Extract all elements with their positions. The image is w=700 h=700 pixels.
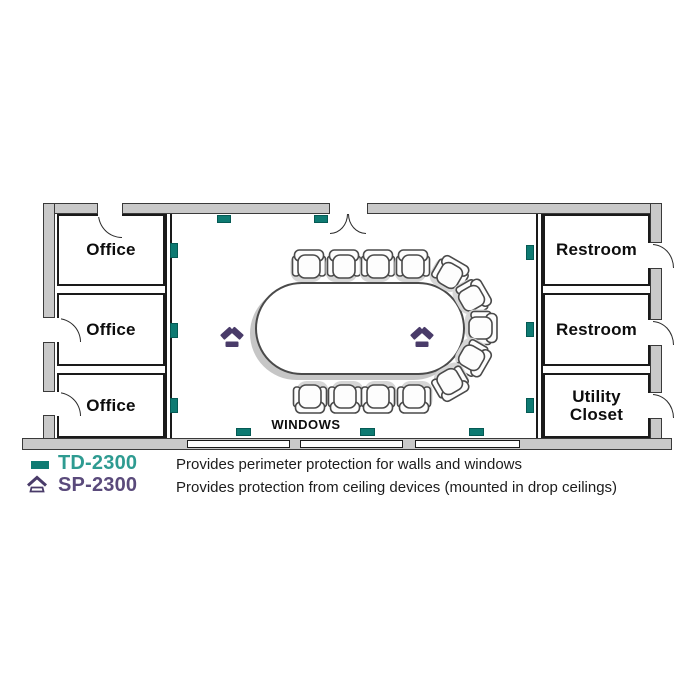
- wall-right-1: [650, 203, 662, 243]
- door-gap-1: [55, 318, 61, 342]
- chair-6: [327, 380, 365, 414]
- chair-1: [289, 249, 327, 283]
- td-2300-device-4: [170, 323, 178, 338]
- room-restroom-2: Restroom: [543, 293, 650, 366]
- td-2300-label: TD-2300: [58, 452, 138, 474]
- td-2300-device-6: [526, 245, 534, 260]
- wall-top-3: [367, 203, 662, 214]
- door-gap-5: [646, 393, 653, 418]
- wall-left-3: [43, 415, 55, 440]
- chair-7: [360, 380, 398, 414]
- td-2300-icon: [31, 461, 49, 469]
- room-label-office-1: Office: [86, 240, 136, 259]
- door-gap-2: [55, 392, 61, 416]
- room-office-2: Office: [57, 293, 165, 366]
- wall-right-3: [650, 345, 662, 393]
- sp-2300-label: SP-2300: [58, 474, 138, 496]
- door-conference-right-leaf: [348, 214, 366, 234]
- room-label-office-2: Office: [86, 319, 136, 339]
- td-2300-device-10: [360, 428, 375, 436]
- room-label-restroom-1: Restroom: [556, 240, 637, 259]
- door-utility-closet: [652, 394, 674, 418]
- window-pane-2: [300, 440, 403, 448]
- td-2300-description: Provides perimeter protection for walls …: [176, 456, 522, 473]
- door-restroom-1: [652, 244, 674, 268]
- td-2300-device-1: [217, 215, 231, 223]
- door-conference-left-leaf: [330, 214, 348, 234]
- chair-2: [324, 249, 362, 283]
- sp-2300-description: Provides protection from ceiling devices…: [176, 479, 618, 496]
- chair-5: [292, 380, 330, 414]
- wall-right-2: [650, 268, 662, 320]
- sp-2300-device-1: [220, 326, 244, 347]
- sp-2300-device-2: [410, 326, 434, 347]
- td-2300-device-11: [469, 428, 484, 436]
- door-gap-0: [98, 212, 122, 217]
- windows-label: WINDOWS: [271, 417, 341, 432]
- door-gap-4: [646, 320, 653, 345]
- chair-8: [396, 380, 434, 414]
- room-label-restroom-2: Restroom: [556, 319, 637, 339]
- wall-restrooms-left: [536, 214, 543, 438]
- door-gap-3: [646, 243, 653, 268]
- window-pane-1: [187, 440, 290, 448]
- chair-11: [464, 308, 498, 346]
- td-2300-device-8: [526, 398, 534, 413]
- wall-left-1: [43, 203, 55, 318]
- td-2300-device-3: [170, 243, 178, 258]
- window-pane-3: [415, 440, 520, 448]
- td-2300-device-5: [170, 398, 178, 413]
- chair-3: [358, 249, 396, 283]
- td-2300-device-7: [526, 322, 534, 337]
- wall-left-2: [43, 342, 55, 392]
- td-2300-device-9: [236, 428, 251, 436]
- room-label-office-3: Office: [86, 395, 136, 415]
- wall-right-4: [650, 418, 662, 440]
- room-restroom-1: Restroom: [543, 214, 650, 286]
- door-restroom-2: [652, 321, 674, 345]
- td-2300-device-2: [314, 215, 328, 223]
- wall-top-2: [122, 203, 330, 214]
- sp-2300-icon: [27, 475, 47, 493]
- chair-4: [393, 249, 431, 283]
